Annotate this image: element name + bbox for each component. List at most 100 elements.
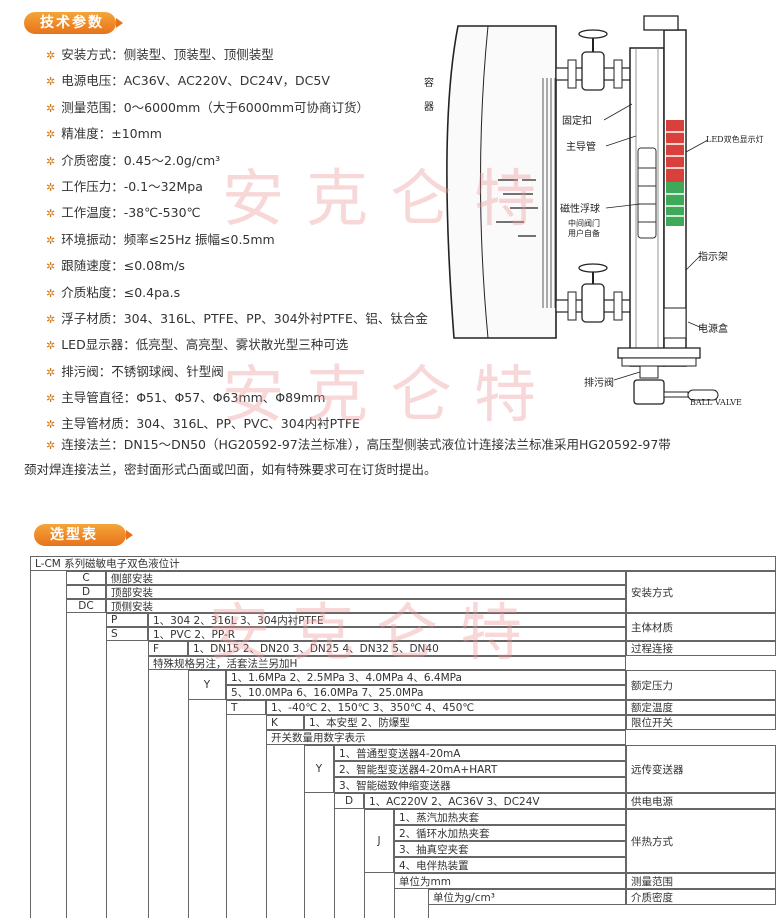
text-unit-mm: 单位为mm: [394, 873, 626, 889]
star-icon: ✲: [46, 339, 56, 353]
spec-item: ✲ 跟随速度：≤0.08m/s: [46, 253, 466, 279]
star-icon: ✲: [46, 128, 56, 142]
star-icon: ✲: [46, 392, 56, 406]
star-icon: ✲: [46, 233, 56, 247]
text-k: 1、本安型 2、防爆型: [304, 715, 626, 730]
text-y-transmitter-1: 1、普通型变送器4-20mA: [334, 745, 626, 761]
star-icon: ✲: [46, 312, 56, 326]
text-y-pressure-1: 1、1.6MPa 2、2.5MPa 3、4.0MPa 4、6.4MPa: [226, 670, 626, 685]
spec-text: 主导管直径：Φ51、Φ57、Φ63mm、Φ89mm: [61, 390, 326, 406]
text-unit-density: 单位为g/cm³: [428, 889, 626, 905]
right-material: 主体材质: [626, 613, 776, 641]
right-process: 过程连接: [626, 641, 776, 656]
level-gauge-diagram: 容 器 固定扣 主导管 LED双色显示灯 磁性浮球 中间阀门 用户自备 指示架 …: [418, 8, 776, 418]
table-header: L-CM 系列磁敏电子双色液位计: [30, 556, 776, 571]
text-t: 1、-40℃ 2、150℃ 3、350℃ 4、450℃: [266, 700, 626, 715]
label-valve: 中间阀门: [568, 219, 600, 228]
code-k: K: [266, 715, 304, 730]
code-f: F: [148, 641, 188, 656]
spec-list: ✲安装方式：侧装型、顶装型、顶侧装型✲电源电压：AC36V、AC220V、DC2…: [46, 42, 466, 438]
star-icon: ✲: [46, 180, 56, 194]
text-d-power: 1、AC220V 2、AC36V 3、DC24V: [364, 793, 626, 809]
right-limit: 限位开关: [626, 715, 776, 730]
spec-item: ✲ 测量范围：0～6000mm（大于6000mm可协商订货）: [46, 95, 466, 121]
label-power-box: 电源盒: [698, 324, 728, 335]
spec-item: ✲ LED显示器：低亮型、高亮型、雾状散光型三种可选: [46, 332, 466, 358]
spec-text: 安装方式：侧装型、顶装型、顶侧装型: [61, 47, 274, 62]
label-container: 容: [424, 78, 434, 89]
spec-item: ✲ 主导管材质：304、316L、PP、PVC、304内衬PTFE: [46, 411, 466, 437]
star-icon: ✲: [46, 365, 56, 379]
code-d-power: D: [334, 793, 364, 809]
spec-text: 介质粘度：≤0.4pa.s: [61, 284, 181, 300]
spec-item: ✲工作温度：-38℃-530℃: [46, 200, 466, 226]
right-power: 供电电源: [626, 793, 776, 809]
spec-text: 介质密度：0.45～2.0g/cm³: [61, 152, 221, 168]
right-jacket: 伴热方式: [626, 809, 776, 873]
code-dc: DC: [66, 599, 106, 613]
code-d: D: [66, 585, 106, 599]
code-t: T: [226, 700, 266, 715]
right-range: 测量范围: [626, 873, 776, 889]
text-y-transmitter-2: 2、智能型变送器4-20mA+HART: [334, 761, 626, 777]
spec-text: 精准度：±10mm: [61, 126, 162, 142]
label-fixed-clip: 固定扣: [562, 116, 592, 127]
spec-text: LED显示器：低亮型、高亮型、雾状散光型三种可选: [61, 337, 349, 353]
text-c: 侧部安装: [106, 571, 626, 585]
star-icon: ✲: [46, 75, 56, 89]
spec-item: ✲ 环境振动：频率≤25Hz 振幅≤0.5mm: [46, 227, 466, 253]
text-j-3: 3、抽真空夹套: [394, 841, 626, 857]
selection-table: L-CM 系列磁敏电子双色液位计 C 侧部安装 D 顶部安装 DC 顶侧安装 安…: [30, 556, 776, 918]
text-y-transmitter-3: 3、智能磁致伸缩变送器: [334, 777, 626, 793]
gauge-drawing: [446, 15, 719, 405]
spec-text: 测量范围：0～6000mm（大于6000mm可协商订货）: [61, 99, 370, 115]
spec-item: ✲ 安装方式：侧装型、顶装型、顶侧装型: [46, 42, 466, 68]
spec-text: 工作压力：-0.1～32Mpa: [61, 178, 203, 194]
text-s: 1、PVC 2、PP-R: [148, 627, 626, 641]
spec-text: 跟随速度：≤0.08m/s: [61, 258, 185, 274]
section-title-selection: 选型表: [34, 524, 133, 546]
section-title-specs: 技术参数: [24, 12, 123, 34]
right-transmitter: 远传变送器: [626, 745, 776, 793]
spec-item: ✲ 主导管直径：Φ51、Φ57、Φ63mm、Φ89mm: [46, 385, 466, 411]
label-drain: 排污阀: [584, 378, 614, 389]
text-d: 顶部安装: [106, 585, 626, 599]
right-temperature: 额定温度: [626, 700, 776, 715]
right-pressure: 额定压力: [626, 670, 776, 700]
right-density: 介质密度: [626, 889, 776, 905]
star-icon: ✲: [46, 286, 56, 300]
label-led: LED双色显示灯: [706, 135, 764, 144]
text-switch: 开关数量用数字表示: [266, 730, 626, 745]
code-j: J: [364, 809, 394, 873]
text-dc: 顶侧安装: [106, 599, 626, 613]
flange-spec-line1: ✲ 连接法兰：DN15～DN50（HG20592-97法兰标准），高压型侧装式液位…: [46, 432, 766, 458]
spec-text: 主导管材质：304、316L、PP、PVC、304内衬PTFE: [61, 416, 360, 432]
star-icon: ✲: [46, 418, 56, 432]
star-icon: ✲: [46, 49, 56, 62]
label-valve-2: 用户自备: [568, 229, 600, 238]
label-container-2: 器: [424, 102, 434, 113]
star-icon: ✲: [46, 260, 56, 274]
text-y-pressure-2: 5、10.0MPa 6、16.0MPa 7、25.0MPa: [226, 685, 626, 700]
text-special: 特殊规格另注，活套法兰另加H: [148, 656, 626, 670]
spec-text: 环境振动：频率≤25Hz 振幅≤0.5mm: [61, 231, 275, 247]
star-icon: ✲: [46, 101, 56, 115]
spec-item: ✲浮子材质：304、316L、PTFE、PP、304外衬PTFE、铝、钛合金: [46, 306, 466, 332]
code-c: C: [66, 571, 106, 585]
code-s: S: [106, 627, 148, 641]
flange-spec-line2: 颈对焊连接法兰，密封面形式凸面或凹面，如有特殊要求可在订货时提出。: [24, 462, 437, 477]
spec-text: 工作温度：-38℃-530℃: [61, 205, 201, 221]
spec-text: 排污阀：不锈钢球阀、针型阀: [61, 363, 224, 379]
spec-item: ✲ 介质粘度：≤0.4pa.s: [46, 280, 466, 306]
code-y-pressure: Y: [188, 670, 226, 700]
star-icon: ✲: [46, 154, 56, 168]
spec-item: ✲ 介质密度：0.45～2.0g/cm³: [46, 148, 466, 174]
code-y-transmitter: Y: [304, 745, 334, 793]
text-j-2: 2、循环水加热夹套: [394, 825, 626, 841]
text-f: 1、DN15 2、DN20 3、DN25 4、DN32 5、DN40: [188, 641, 626, 656]
text-j-4: 4、电伴热装置: [394, 857, 626, 873]
label-main-tube: 主导管: [566, 142, 596, 153]
right-install: 安装方式: [626, 571, 776, 613]
flange-spec-text: 连接法兰：DN15～DN50（HG20592-97法兰标准），高压型侧装式液位计…: [61, 437, 671, 452]
star-icon: ✲: [46, 439, 56, 452]
